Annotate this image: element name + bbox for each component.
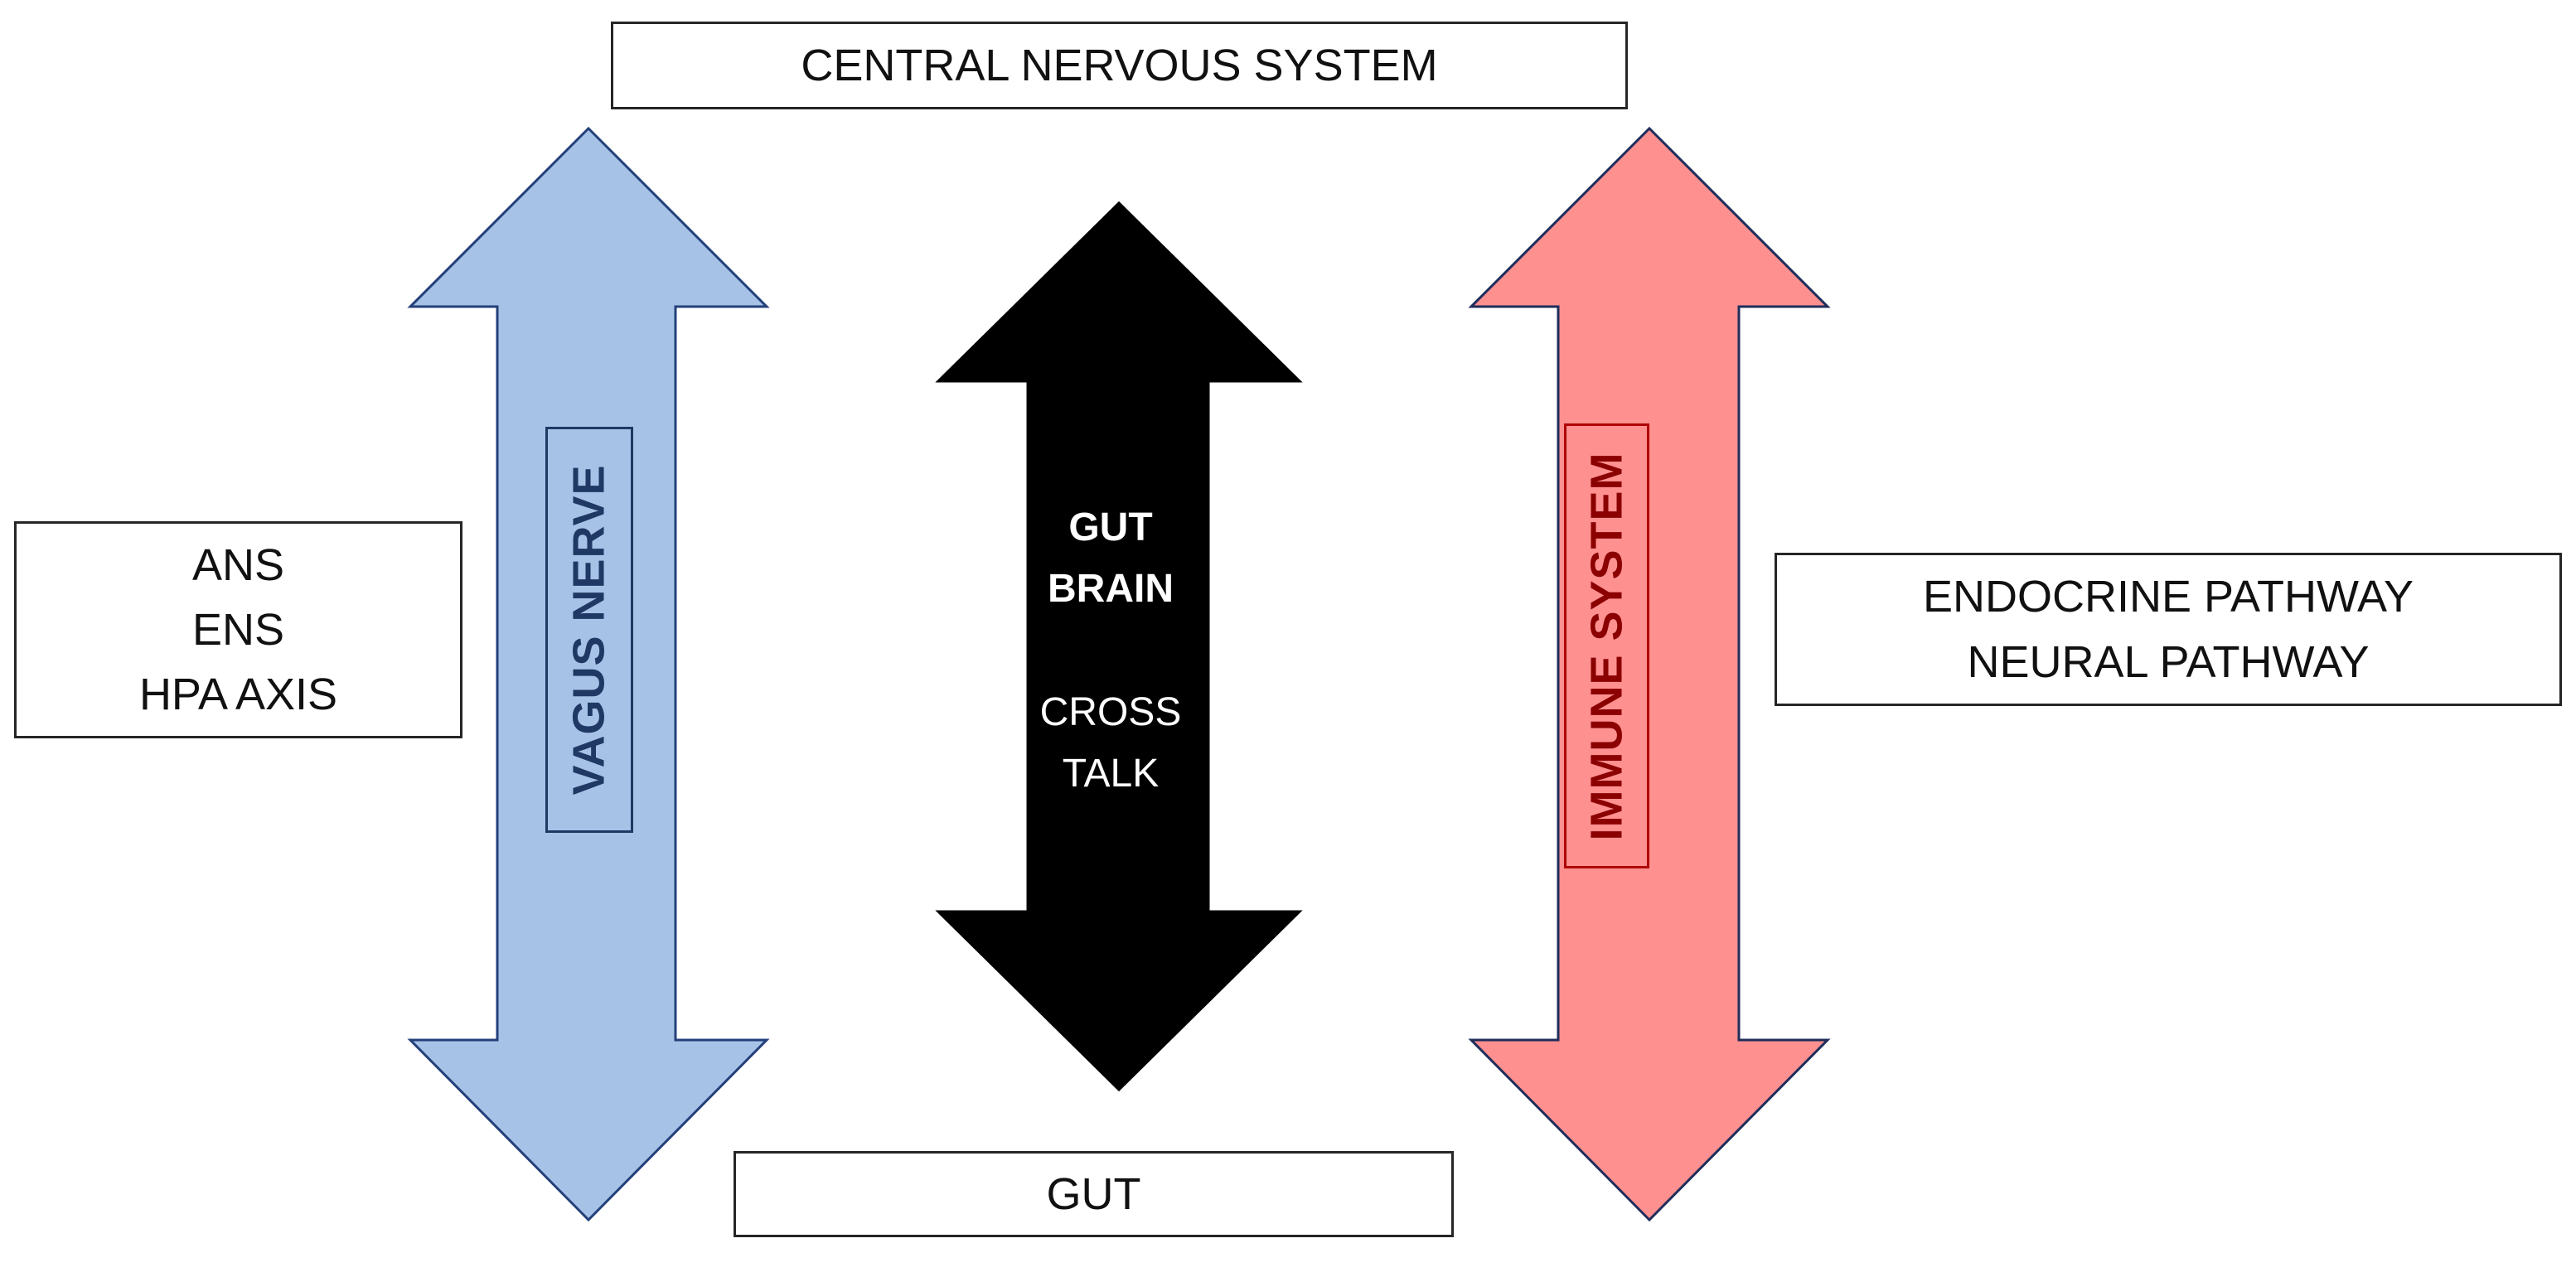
text-spacer [1028, 621, 1194, 682]
gut-text: GUT [1068, 505, 1153, 549]
cross-text: CROSS [1039, 689, 1182, 734]
ens-label: ENS [191, 604, 285, 655]
endocrine-pathway-label: ENDOCRINE PATHWAY [1922, 572, 2414, 622]
hpa-axis-label: HPA AXIS [138, 670, 338, 720]
central-nervous-system-label: CENTRAL NERVOUS SYSTEM [801, 40, 1438, 90]
central-nervous-system-box: CENTRAL NERVOUS SYSTEM [611, 22, 1628, 109]
vagus-nerve-arrow [407, 126, 770, 1222]
brain-text: BRAIN [1048, 567, 1174, 612]
gut-brain-cross-talk-text: GUT BRAIN CROSS TALK [1028, 497, 1194, 805]
talk-text: TALK [1062, 752, 1160, 796]
ans-ens-hpa-box: ANS ENS HPA AXIS [14, 521, 462, 738]
immune-system-label: IMMUNE SYSTEM [1581, 451, 1632, 841]
gut-box: GUT [734, 1151, 1454, 1237]
immune-system-label-box: IMMUNE SYSTEM [1564, 423, 1649, 868]
cross-talk-arrow [935, 201, 1303, 1092]
vagus-nerve-label-box: VAGUS NERVE [545, 427, 633, 833]
immune-system-arrow [1468, 126, 1831, 1222]
gut-label: GUT [1046, 1168, 1141, 1219]
ans-label: ANS [191, 539, 285, 590]
pathways-box: ENDOCRINE PATHWAY NEURAL PATHWAY [1775, 553, 2562, 706]
vagus-nerve-label: VAGUS NERVE [564, 464, 615, 796]
neural-pathway-label: NEURAL PATHWAY [1967, 636, 2370, 687]
